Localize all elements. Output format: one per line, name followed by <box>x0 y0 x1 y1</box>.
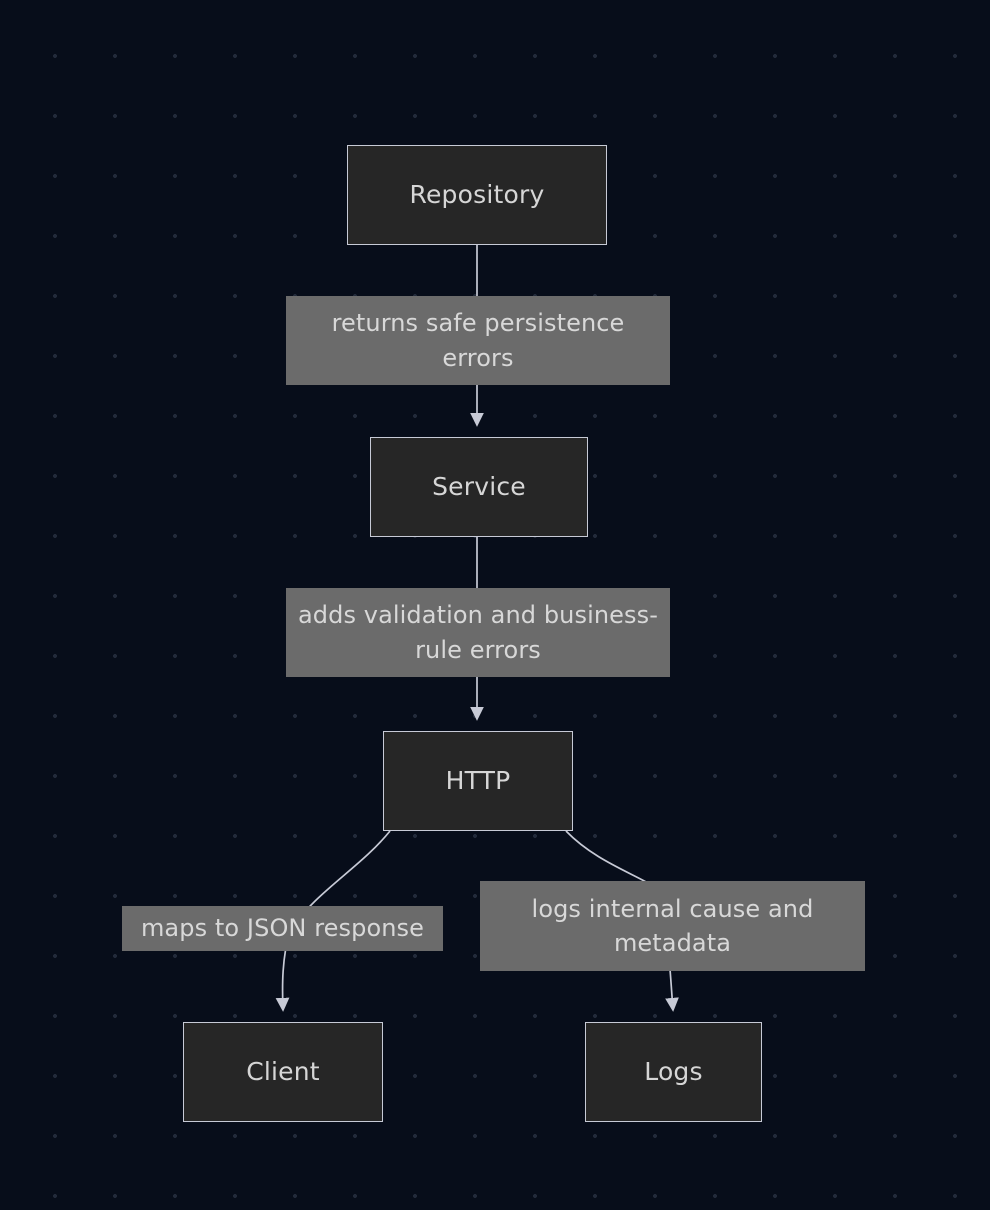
node-http-label: HTTP <box>445 766 511 795</box>
node-repository[interactable]: Repository <box>347 145 607 245</box>
node-service-label: Service <box>432 472 526 501</box>
node-http[interactable]: HTTP <box>383 731 573 831</box>
node-client-label: Client <box>246 1057 320 1086</box>
node-logs[interactable]: Logs <box>585 1022 762 1122</box>
edge-label-http-logs: logs internal cause and metadata <box>480 881 865 971</box>
edge-label-repository-service: returns safe persistence errors <box>286 296 670 385</box>
node-client[interactable]: Client <box>183 1022 383 1122</box>
edge-label-service-http: adds validation and business-rule errors <box>286 588 670 677</box>
node-service[interactable]: Service <box>370 437 588 537</box>
edge-label-text: adds validation and business-rule errors <box>297 601 659 664</box>
node-repository-label: Repository <box>409 180 545 209</box>
node-logs-label: Logs <box>644 1057 703 1086</box>
edge-label-text: logs internal cause and metadata <box>531 894 814 957</box>
edge-label-text: maps to JSON response <box>140 914 425 943</box>
edge-label-http-client: maps to JSON response <box>122 906 443 951</box>
edge-label-text: returns safe persistence errors <box>331 309 625 372</box>
